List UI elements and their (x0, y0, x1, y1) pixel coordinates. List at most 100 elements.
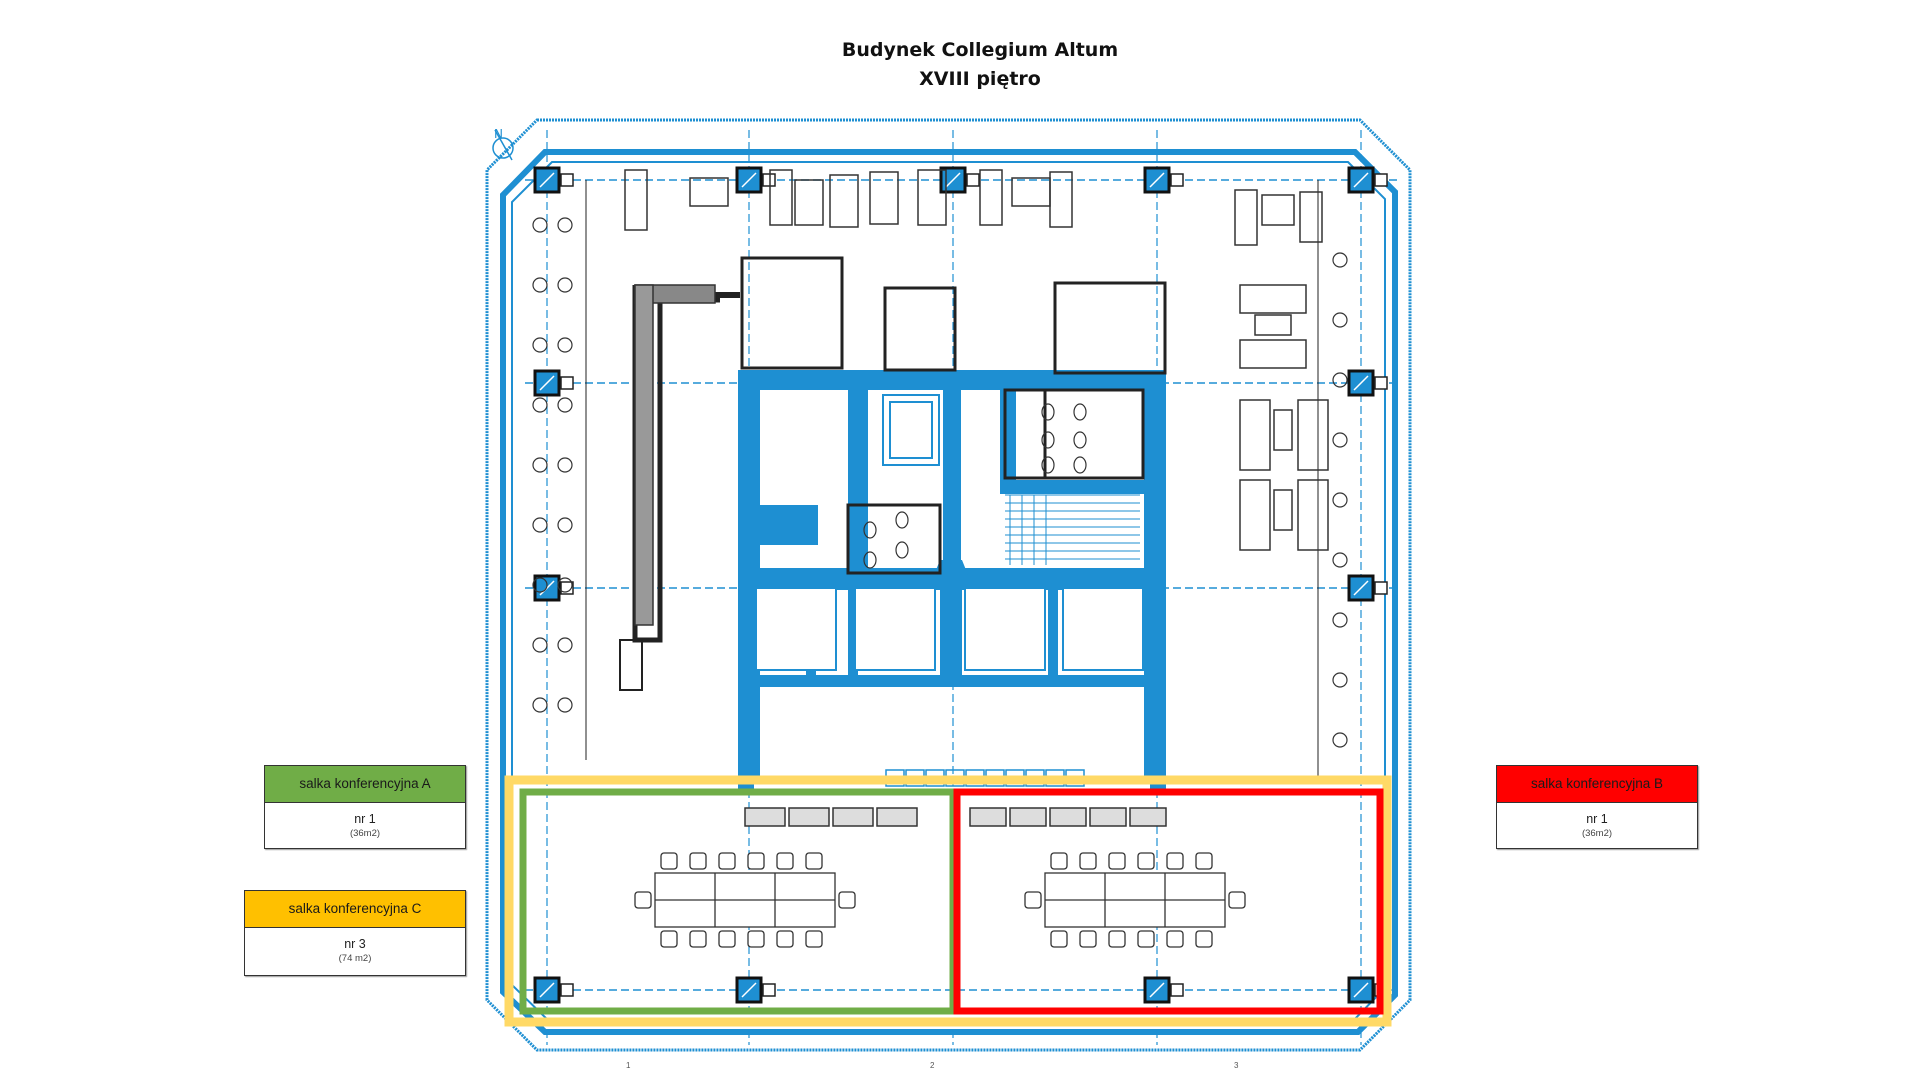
desk (1239, 339, 1307, 369)
desk (829, 174, 859, 228)
desk (794, 179, 824, 226)
chair (532, 637, 548, 653)
desk (1261, 194, 1295, 226)
chair (1050, 930, 1068, 948)
column-mark (539, 580, 555, 596)
svg-text:N: N (494, 127, 503, 141)
column-mark (1149, 172, 1165, 188)
legend-room-c: salka konferencyjna C nr 3 (74 m2) (244, 890, 466, 976)
chair (1166, 930, 1184, 948)
column-box (1374, 581, 1388, 595)
column-mark (1353, 982, 1369, 998)
page-title: Budynek Collegium Altum XVIII piętro (760, 36, 1200, 94)
desk (1273, 409, 1293, 451)
title-building: Budynek Collegium Altum (841, 39, 1119, 61)
toilet (1041, 431, 1055, 449)
desk (769, 169, 793, 226)
chair (532, 277, 548, 293)
chair (1332, 552, 1348, 568)
locker (1129, 807, 1167, 827)
chair (557, 217, 573, 233)
legend-room-c-label: salka konferencyjna C (245, 891, 465, 928)
column (1347, 166, 1375, 194)
chair (776, 930, 794, 948)
locker (1009, 807, 1047, 827)
locker (832, 807, 874, 827)
chair (1332, 492, 1348, 508)
chair (776, 852, 794, 870)
kitchen-counter (634, 284, 654, 626)
toilet (895, 541, 909, 559)
desk (624, 169, 648, 231)
fixtures (532, 217, 1348, 748)
chair (718, 930, 736, 948)
column (735, 976, 763, 1004)
room-c-highlight (504, 775, 1392, 1027)
chair (1137, 852, 1155, 870)
chair (532, 397, 548, 413)
legend-room-c-area: (74 m2) (338, 953, 372, 964)
chair (532, 217, 548, 233)
chair (557, 457, 573, 473)
chair (805, 852, 823, 870)
chair (1108, 930, 1126, 948)
column (1347, 976, 1375, 1004)
column-mark (539, 172, 555, 188)
title-floor: XVIII piętro (919, 68, 1041, 90)
column (1143, 166, 1171, 194)
column-box (762, 983, 776, 997)
column-box (560, 581, 574, 595)
chair (1024, 891, 1042, 909)
column-mark (1353, 172, 1369, 188)
chair (1332, 312, 1348, 328)
column-mark (741, 982, 757, 998)
chair (1195, 852, 1213, 870)
chair (660, 852, 678, 870)
column-mark (539, 982, 555, 998)
legend-room-a-label: salka konferencyjna A (265, 766, 465, 803)
furniture (624, 169, 1329, 827)
room-a-highlight (519, 788, 957, 1015)
locker (744, 807, 786, 827)
chair (718, 852, 736, 870)
chair (1332, 732, 1348, 748)
desk (1254, 314, 1292, 336)
chair (532, 697, 548, 713)
chair (838, 891, 856, 909)
desk (1239, 479, 1271, 551)
desk (1011, 177, 1051, 207)
locker (788, 807, 830, 827)
column-box (560, 173, 574, 187)
chair (660, 930, 678, 948)
locker (876, 807, 918, 827)
chair (1050, 852, 1068, 870)
desk (1297, 479, 1329, 551)
chair (557, 637, 573, 653)
room-b-highlight (953, 788, 1384, 1015)
column-mark (1149, 982, 1165, 998)
chair (1079, 852, 1097, 870)
desk (1299, 191, 1323, 243)
toilet (895, 511, 909, 529)
north-arrow-icon: N (492, 127, 514, 161)
toilet (1073, 403, 1087, 421)
chair (1137, 930, 1155, 948)
staircase (1005, 494, 1140, 565)
legend-room-b: salka konferencyjna B nr 1 (36m2) (1496, 765, 1698, 849)
column-box (762, 173, 776, 187)
legend-room-b-area: (36m2) (1581, 828, 1613, 839)
conference-tables (634, 852, 1246, 948)
column-box (1374, 173, 1388, 187)
column-box (966, 173, 980, 187)
building-core (738, 370, 1166, 790)
locker (1049, 807, 1087, 827)
column-mark (1353, 580, 1369, 596)
axis-label-3: 3 (1234, 1061, 1239, 1070)
desk (1239, 399, 1271, 471)
column-mark (539, 375, 555, 391)
toilet (863, 521, 877, 539)
chair (557, 577, 573, 593)
chair (1332, 672, 1348, 688)
toilet (863, 551, 877, 569)
chair (805, 930, 823, 948)
